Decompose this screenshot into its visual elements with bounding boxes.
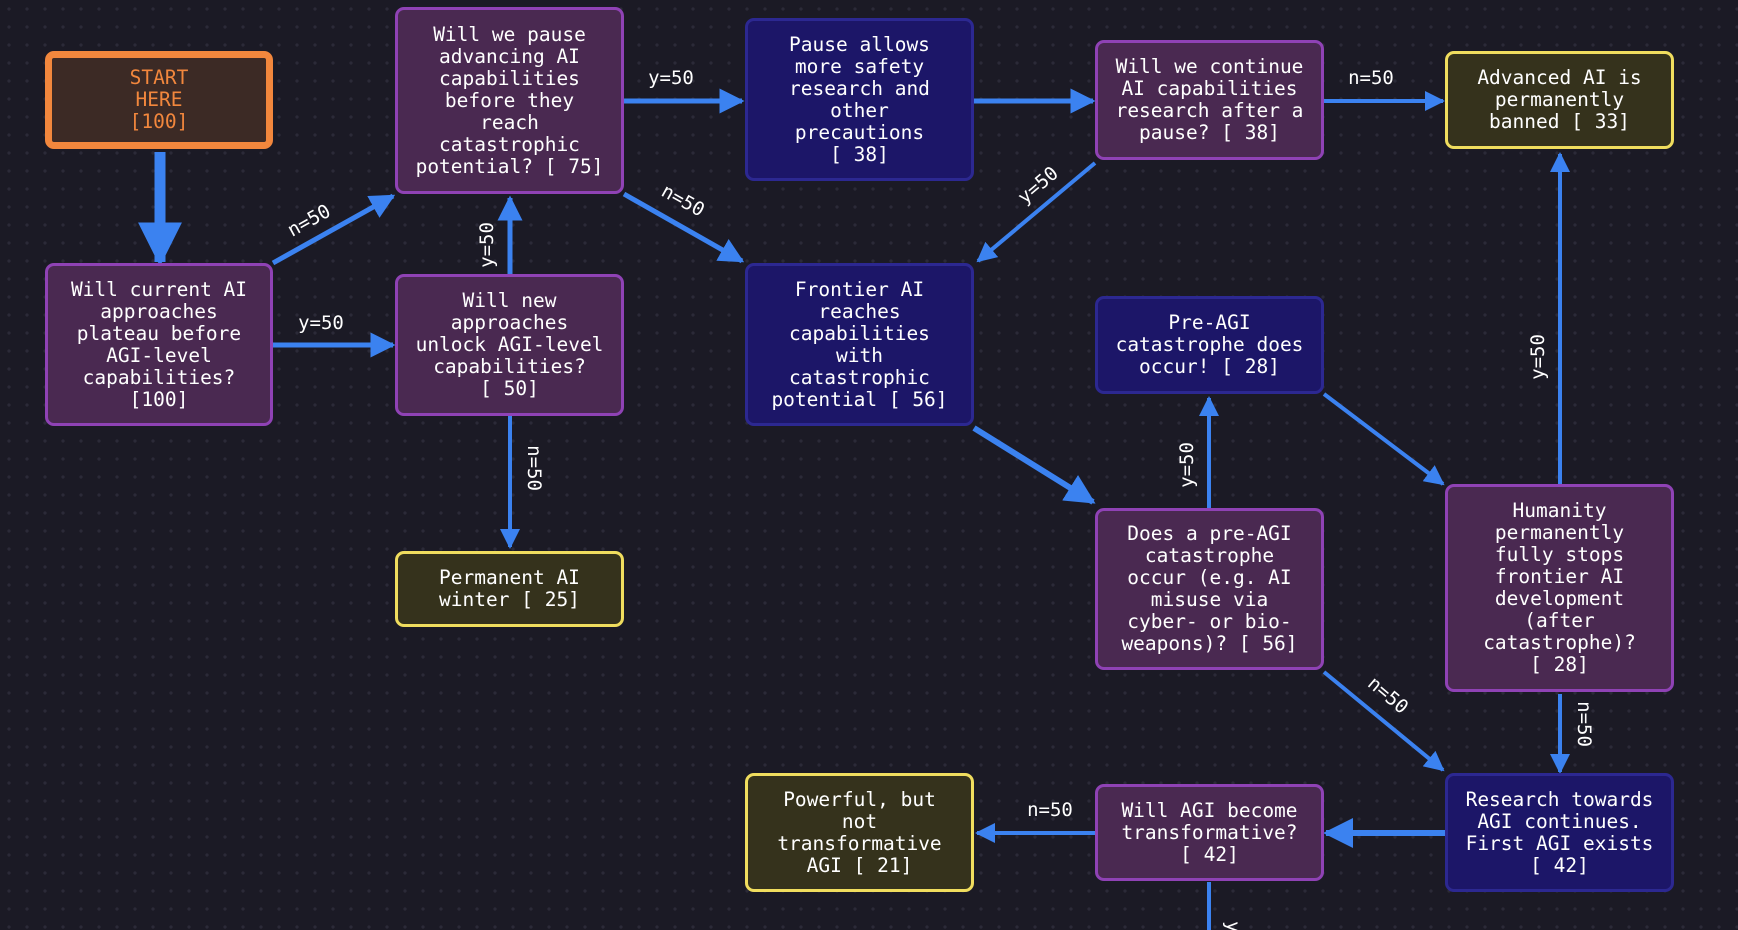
node-continue-research-question: Will we continue AI capabilities researc…	[1095, 40, 1324, 160]
edge-plateau-to-pause	[271, 193, 396, 266]
edge-label-continue-to-frontier: y=50	[1014, 162, 1063, 208]
node-new-approaches-question: Will new approaches unlock AGI-level cap…	[395, 274, 624, 416]
edge-label-transformative-down: y=	[1222, 921, 1244, 930]
edge-label-continue-to-banned: n=50	[1348, 67, 1394, 89]
edge-frontier-to-catq	[972, 425, 1096, 505]
node-catastrophe-occurs-state: Pre-AGI catastrophe does occur! [ 28]	[1095, 296, 1324, 394]
edge-label-new-to-winter: n=50	[523, 445, 545, 491]
node-powerful-outcome: Powerful, but not transformative AGI [ 2…	[745, 773, 974, 892]
edge-label-stops-to-research: n=50	[1573, 701, 1595, 747]
edge-continue-to-frontier	[976, 161, 1097, 263]
node-banned-outcome: Advanced AI is permanently banned [ 33]	[1445, 51, 1674, 149]
node-frontier-state: Frontier AI reaches capabilities with ca…	[745, 263, 974, 426]
edge-label-plateau-to-new: y=50	[298, 312, 344, 334]
edge-label-pause-to-allows: y=50	[648, 67, 694, 89]
edge-label-transformative-to-powerful: n=50	[1027, 799, 1073, 821]
node-ai-winter-outcome: Permanent AI winter [ 25]	[395, 551, 624, 627]
node-start-here: START HERE [100]	[45, 51, 273, 149]
node-pause-allows-state: Pause allows more safety research and ot…	[745, 18, 974, 181]
edge-label-stops-to-banned: y=50	[1527, 334, 1549, 380]
node-pause-question: Will we pause advancing AI capabilities …	[395, 7, 624, 194]
edge-pause-to-frontier	[622, 191, 745, 264]
node-catastrophe-question: Does a pre-AGI catastrophe occur (e.g. A…	[1095, 508, 1324, 670]
node-humanity-stops-question: Humanity permanently fully stops frontie…	[1445, 484, 1674, 692]
edge-occurs-to-stops	[1322, 392, 1445, 486]
edge-catq-to-research	[1322, 670, 1445, 772]
node-transformative-question: Will AGI become transformative? [ 42]	[1095, 784, 1324, 881]
edge-label-new-to-pause: y=50	[476, 222, 498, 268]
edge-label-catq-to-occurs: y=50	[1176, 442, 1198, 488]
node-plateau-question: Will current AI approaches plateau befor…	[45, 263, 273, 426]
node-research-continues-state: Research towards AGI continues. First AG…	[1445, 773, 1674, 892]
